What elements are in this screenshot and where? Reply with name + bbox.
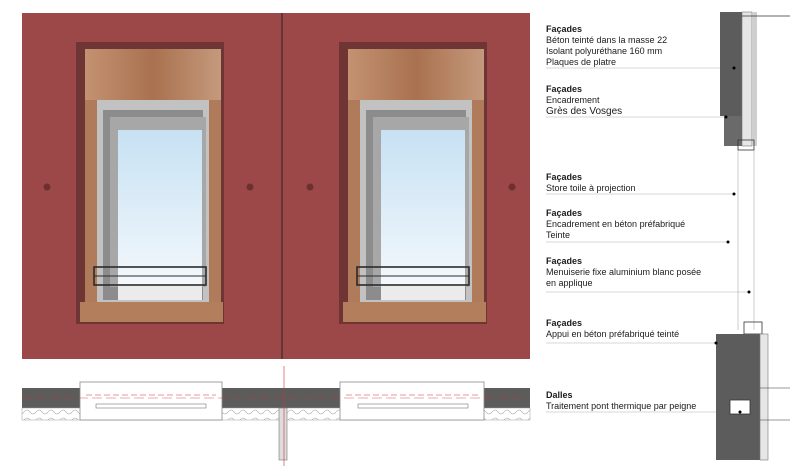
annotation-line: Béton teinté dans la masse 22 [546,35,668,45]
annotation-line: Encadrement en béton préfabriqué [546,219,686,229]
window-left [76,42,224,324]
annotation-line: en applique [546,278,593,288]
window-right [339,42,487,324]
annotation-heading: Façades [546,84,583,94]
annotation-heading: Façades [546,318,583,328]
annotation-line: Traitement pont thermique par peigne [546,401,697,411]
annotation-slabs: Dalles Traitement pont thermique par pei… [546,390,696,412]
annotation-facade-sill: Façades Appui en béton préfabriqué teint… [546,318,679,340]
annotation-heading: Dalles [546,390,573,400]
annotation-line: Encadrement [546,95,600,105]
anchor-dot [43,183,51,191]
annotation-heading: Façades [546,24,583,34]
vertical-section-detail [714,11,790,461]
annotation-line: Teinte [546,230,571,240]
anchor-dot [306,183,314,191]
annotation-line: Plaques de platre [546,57,617,67]
annotation-line: Isolant polyuréthane 160 mm [546,46,663,56]
anchor-dot [246,183,254,191]
annotation-facade-sandstone: Façades Encadrement Grès des Vosges [546,84,622,117]
plan-section [21,366,531,466]
annotation-facade-precast-frame: Façades Encadrement en béton préfabriqué… [546,208,685,241]
annotation-facade-concrete: Façades Béton teinté dans la masse 22 Is… [546,24,667,68]
annotation-facade-blind: Façades Store toile à projection [546,172,636,194]
annotation-heading: Façades [546,208,583,218]
annotation-facade-joinery: Façades Menuiserie fixe aluminium blanc … [546,256,701,289]
annotation-line: Menuiserie fixe aluminium blanc posée [546,267,702,277]
annotation-line: Appui en béton préfabriqué teinté [546,329,680,339]
annotation-heading: Façades [546,256,583,266]
anchor-dot [508,183,516,191]
leader-lines [546,67,749,413]
annotation-line: Grès des Vosges [546,106,623,117]
annotation-heading: Façades [546,172,583,182]
annotation-line: Store toile à projection [546,183,636,193]
